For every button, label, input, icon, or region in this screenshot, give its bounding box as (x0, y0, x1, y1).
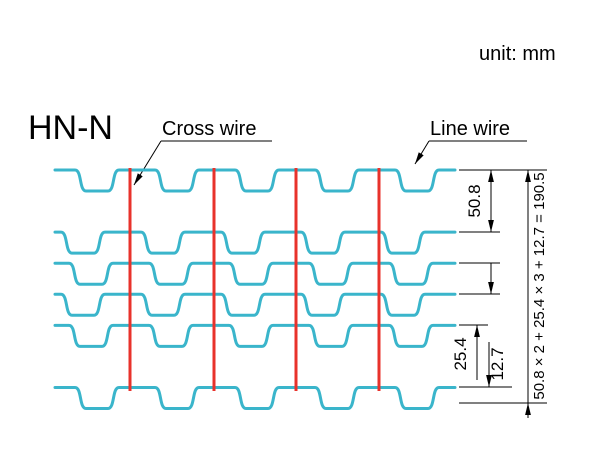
dim-total-formula-text: 50.8 × 2 + 25.4 × 3 + 12.7 = 190.5 (531, 172, 548, 399)
unit-label: unit: mm (479, 43, 556, 65)
cross-wires (128, 168, 381, 391)
line-wire (53, 292, 457, 317)
line-wire (53, 261, 457, 286)
line-wire-leader-arrow (414, 140, 430, 165)
page-title: HN-N (28, 109, 113, 147)
extension-lines (459, 169, 547, 404)
line-wires (53, 168, 457, 410)
dim-top-gap-text: 50.8 (465, 184, 484, 217)
dim-bottom-gap-text: 12.7 (488, 347, 507, 380)
line-wire (53, 230, 457, 255)
dimension-lines (474, 170, 531, 418)
line-wire (53, 323, 457, 348)
line-wire-label: Line wire (430, 118, 510, 140)
line-wire (53, 168, 457, 193)
dim-mid-gap-text: 25.4 (451, 337, 470, 370)
cross-wire-label: Cross wire (162, 118, 256, 140)
cross-wire-leader-arrow (133, 140, 162, 186)
line-wire (53, 385, 457, 410)
